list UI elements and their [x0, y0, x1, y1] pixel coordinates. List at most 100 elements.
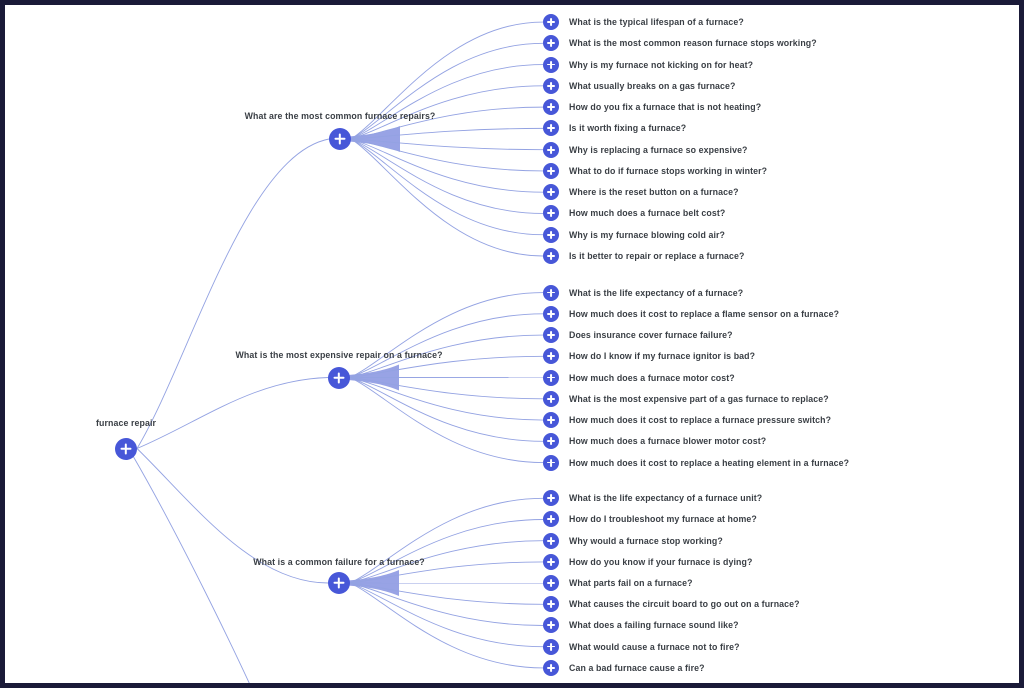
edge: [350, 106, 544, 140]
question-row[interactable]: How much does a furnace motor cost?: [543, 367, 849, 388]
question-row[interactable]: What is the life expectancy of a furnace…: [543, 488, 800, 509]
expand-button[interactable]: [543, 141, 559, 158]
question-row[interactable]: How much does it cost to replace a heati…: [543, 452, 849, 473]
topic-node-3[interactable]: [328, 572, 350, 594]
expand-button[interactable]: [543, 511, 559, 528]
root-label: furnace repair: [95, 418, 157, 428]
topic-node-1[interactable]: [329, 128, 351, 150]
edge: [350, 138, 544, 236]
question-row[interactable]: Why is my furnace not kicking on for hea…: [543, 54, 817, 75]
edge: [350, 138, 544, 172]
expand-button[interactable]: [543, 226, 559, 243]
edge: [349, 540, 544, 584]
question-row[interactable]: Why is replacing a furnace so expensive?: [543, 139, 817, 160]
expand-button[interactable]: [543, 638, 559, 655]
edge: [349, 519, 544, 584]
branch-3-children: What is the life expectancy of a furnace…: [543, 488, 800, 679]
edge: [350, 138, 544, 257]
question-label: Is it worth fixing a furnace?: [569, 123, 687, 134]
question-row[interactable]: How do you fix a furnace that is not hea…: [543, 96, 817, 117]
question-row[interactable]: Is it better to repair or replace a furn…: [543, 245, 817, 266]
question-row[interactable]: What parts fail on a furnace?: [543, 572, 800, 593]
expand-button[interactable]: [543, 454, 559, 471]
expand-button[interactable]: [543, 247, 559, 264]
question-row[interactable]: How do I know if my furnace ignitor is b…: [543, 346, 849, 367]
edge: [350, 21, 544, 140]
question-label: What parts fail on a furnace?: [569, 578, 693, 589]
question-row[interactable]: How much does a furnace belt cost?: [543, 203, 817, 224]
expand-button[interactable]: [543, 369, 559, 386]
question-row[interactable]: How much does a furnace blower motor cos…: [543, 431, 849, 452]
root-node[interactable]: [115, 437, 137, 460]
expand-button[interactable]: [543, 659, 559, 676]
expand-button[interactable]: [543, 575, 559, 592]
question-row[interactable]: What to do if furnace stops working in w…: [543, 160, 817, 181]
root-edge-branch-3: [136, 448, 329, 584]
branch-1-children: What is the typical lifespan of a furnac…: [543, 11, 817, 266]
edge: [349, 377, 544, 442]
question-row[interactable]: What is the life expectancy of a furnace…: [543, 282, 849, 303]
edge: [350, 64, 544, 140]
question-label: Does insurance cover furnace failure?: [569, 330, 733, 341]
question-label: What is the life expectancy of a furnace…: [569, 493, 763, 504]
edge: [349, 313, 544, 378]
expand-button[interactable]: [543, 617, 559, 634]
expand-button[interactable]: [543, 553, 559, 570]
expand-button[interactable]: [543, 284, 559, 301]
edge-bundle-wedge: [349, 126, 400, 152]
question-row[interactable]: Why is my furnace blowing cold air?: [543, 224, 817, 245]
question-row[interactable]: What usually breaks on a gas furnace?: [543, 75, 817, 96]
edge: [349, 582, 544, 669]
question-label: Can a bad furnace cause a fire?: [569, 662, 705, 673]
question-label: What does a failing furnace sound like?: [569, 620, 739, 631]
question-label: Where is the reset button on a furnace?: [569, 187, 739, 198]
root-edge-offscreen-branch: [132, 455, 252, 688]
expand-button[interactable]: [543, 14, 559, 31]
topic-node-2[interactable]: [328, 366, 350, 389]
question-row[interactable]: What is the typical lifespan of a furnac…: [543, 11, 817, 32]
question-row[interactable]: What is the most common reason furnace s…: [543, 33, 817, 54]
question-row[interactable]: Why would a furnace stop working?: [543, 530, 800, 551]
root-edge-branch-1: [136, 138, 330, 449]
edge: [350, 85, 544, 140]
question-label: How much does it cost to replace a furna…: [569, 415, 832, 426]
expand-button[interactable]: [543, 532, 559, 549]
expand-button[interactable]: [543, 162, 559, 179]
edge: [349, 582, 544, 626]
question-label: How do I know if my furnace ignitor is b…: [569, 351, 756, 362]
question-row[interactable]: Where is the reset button on a furnace?: [543, 182, 817, 203]
question-row[interactable]: What would cause a furnace not to fire?: [543, 636, 800, 657]
question-row[interactable]: Does insurance cover furnace failure?: [543, 324, 849, 345]
question-row[interactable]: How much does it cost to replace a furna…: [543, 409, 849, 430]
question-row[interactable]: Is it worth fixing a furnace?: [543, 118, 817, 139]
question-row[interactable]: What causes the circuit board to go out …: [543, 594, 800, 615]
question-row[interactable]: Can a bad furnace cause a fire?: [543, 657, 800, 678]
expand-button[interactable]: [543, 390, 559, 407]
expand-button[interactable]: [543, 77, 559, 94]
expand-button[interactable]: [543, 348, 559, 365]
question-row[interactable]: How do I troubleshoot my furnace at home…: [543, 509, 800, 530]
question-row[interactable]: How much does it cost to replace a flame…: [543, 303, 849, 324]
expand-button[interactable]: [543, 120, 559, 137]
expand-button[interactable]: [543, 596, 559, 613]
question-row[interactable]: What is the most expensive part of a gas…: [543, 388, 849, 409]
edge: [350, 138, 544, 214]
question-row[interactable]: What does a failing furnace sound like?: [543, 615, 800, 636]
expand-button[interactable]: [543, 99, 559, 116]
expand-button[interactable]: [543, 490, 559, 507]
expand-button[interactable]: [543, 412, 559, 429]
edge: [349, 377, 544, 421]
expand-button[interactable]: [543, 184, 559, 201]
root-edge-branch-2: [136, 377, 329, 449]
question-label: Is it better to repair or replace a furn…: [569, 250, 745, 261]
expand-button[interactable]: [543, 327, 559, 344]
expand-button[interactable]: [543, 305, 559, 322]
question-label: How much does it cost to replace a heati…: [569, 457, 850, 468]
expand-button[interactable]: [543, 205, 559, 222]
edge: [350, 138, 544, 193]
expand-button[interactable]: [543, 433, 559, 450]
expand-button[interactable]: [543, 56, 559, 73]
question-row[interactable]: How do you know if your furnace is dying…: [543, 551, 800, 572]
expand-button[interactable]: [543, 35, 559, 52]
